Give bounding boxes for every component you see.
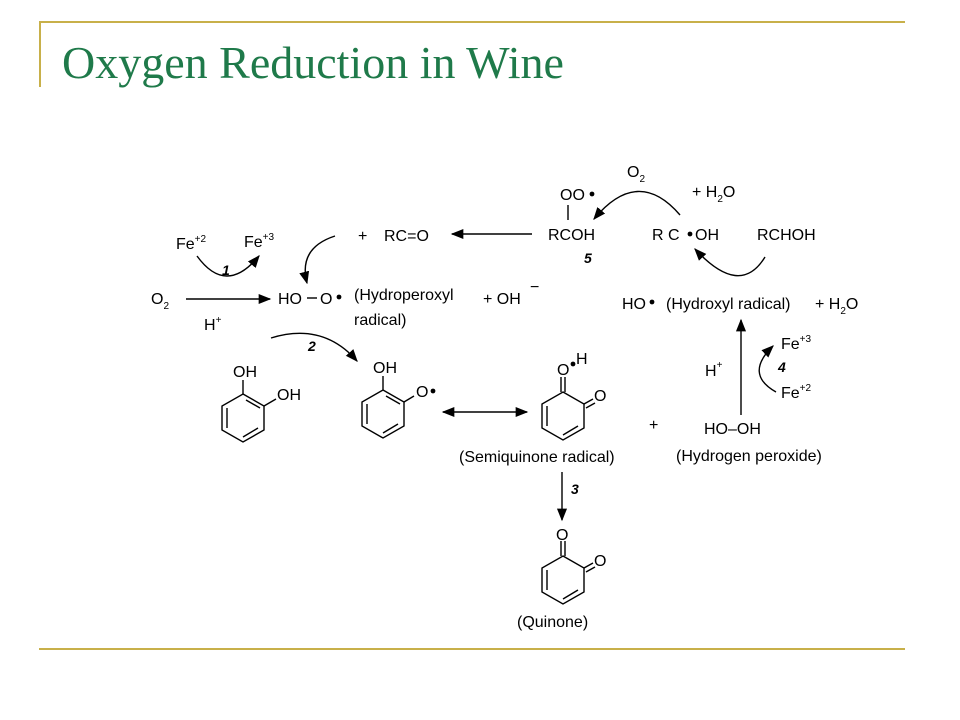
quinone-structure: [541, 541, 596, 605]
hydroperoxyl-o: O: [320, 291, 332, 308]
rc-oh-label: OH: [695, 227, 719, 244]
hydroperoxyl-name-2: radical): [354, 312, 406, 329]
o2-top-label: O2: [627, 164, 645, 185]
hooh-label: HO–OH: [704, 421, 761, 438]
rc-radical-label: R C: [652, 227, 680, 244]
rcoh-label: RCOH: [548, 227, 595, 244]
semi-o-2-label: O: [594, 388, 606, 405]
left-rule: [39, 21, 41, 87]
fe-oxidation-arrow-4: [758, 345, 777, 393]
fe-oxidation-arrow-1: [196, 255, 260, 277]
hydroxyl-name: (Hydroxyl radical): [666, 296, 790, 313]
plus-rco-sign: +: [358, 228, 367, 245]
radical-dot: [687, 231, 693, 237]
catechol-structure: [221, 380, 277, 443]
quinone-name: (Quinone): [517, 614, 588, 631]
semiquinone-name: (Semiquinone radical): [459, 449, 615, 466]
o2-left-label: O2: [151, 291, 169, 312]
plus-mid-sign: +: [649, 417, 658, 434]
rchoh-label: RCHOH: [757, 227, 816, 244]
h-plus-left-label: H+: [204, 315, 222, 334]
hydroxyl-ho: HO: [622, 296, 646, 313]
catechol-oh-2: OH: [277, 387, 301, 404]
oxygen-addition-arrow: [593, 190, 681, 220]
semi-o-1-label: O: [557, 362, 569, 379]
step-3-label: 3: [571, 481, 579, 497]
fe3-right-label: Fe+3: [781, 334, 812, 353]
step-2-arrow: [270, 332, 358, 362]
radical-o-label: O: [416, 384, 428, 401]
rco-label: RC=O: [384, 228, 429, 245]
hydroperoxyl-name-1: (Hydroperoxyl: [354, 287, 454, 304]
radical-dot: [570, 361, 576, 367]
h2o2-name: (Hydrogen peroxide): [676, 448, 822, 465]
bottom-rule: [39, 648, 905, 650]
oo-radical-label: OO: [560, 187, 585, 204]
hydroperoxyl-formation-arrow: [299, 235, 336, 285]
radical-dot: [649, 299, 655, 305]
radical-dot: [589, 191, 595, 197]
hydroperoxyl-ho: HO: [278, 291, 302, 308]
plus-h2o-top-label: + H2O: [692, 184, 735, 205]
radical-oh-label: OH: [373, 360, 397, 377]
oh-minus-sign: −: [530, 279, 539, 296]
plus-oh-label: + OH: [483, 291, 521, 308]
fe3-top-label: Fe+3: [244, 232, 275, 251]
top-rule: [39, 21, 905, 23]
radical-dot: [336, 294, 342, 300]
step-5-label: 5: [584, 250, 592, 266]
hydrogen-abstraction-arrow: [694, 248, 766, 277]
quinone-o-1-label: O: [556, 527, 568, 544]
catechol-oh-1: OH: [233, 364, 257, 381]
semi-h-label: H: [576, 351, 588, 368]
step-1-label: 1: [222, 262, 230, 278]
semiquinone-structure: [541, 377, 596, 441]
phenoxy-radical-structure: [361, 376, 415, 439]
plus-h2o-right-label: + H2O: [815, 296, 858, 317]
step-4-label: 4: [777, 359, 786, 375]
slide-title: Oxygen Reduction in Wine: [62, 37, 564, 88]
radical-dot: [430, 388, 436, 394]
quinone-o-2-label: O: [594, 553, 606, 570]
fe2-top-label: Fe+2: [176, 234, 207, 253]
step-2-label: 2: [307, 338, 316, 354]
fe2-right-label: Fe+2: [781, 383, 812, 402]
h-plus-right-label: H+: [705, 360, 723, 380]
